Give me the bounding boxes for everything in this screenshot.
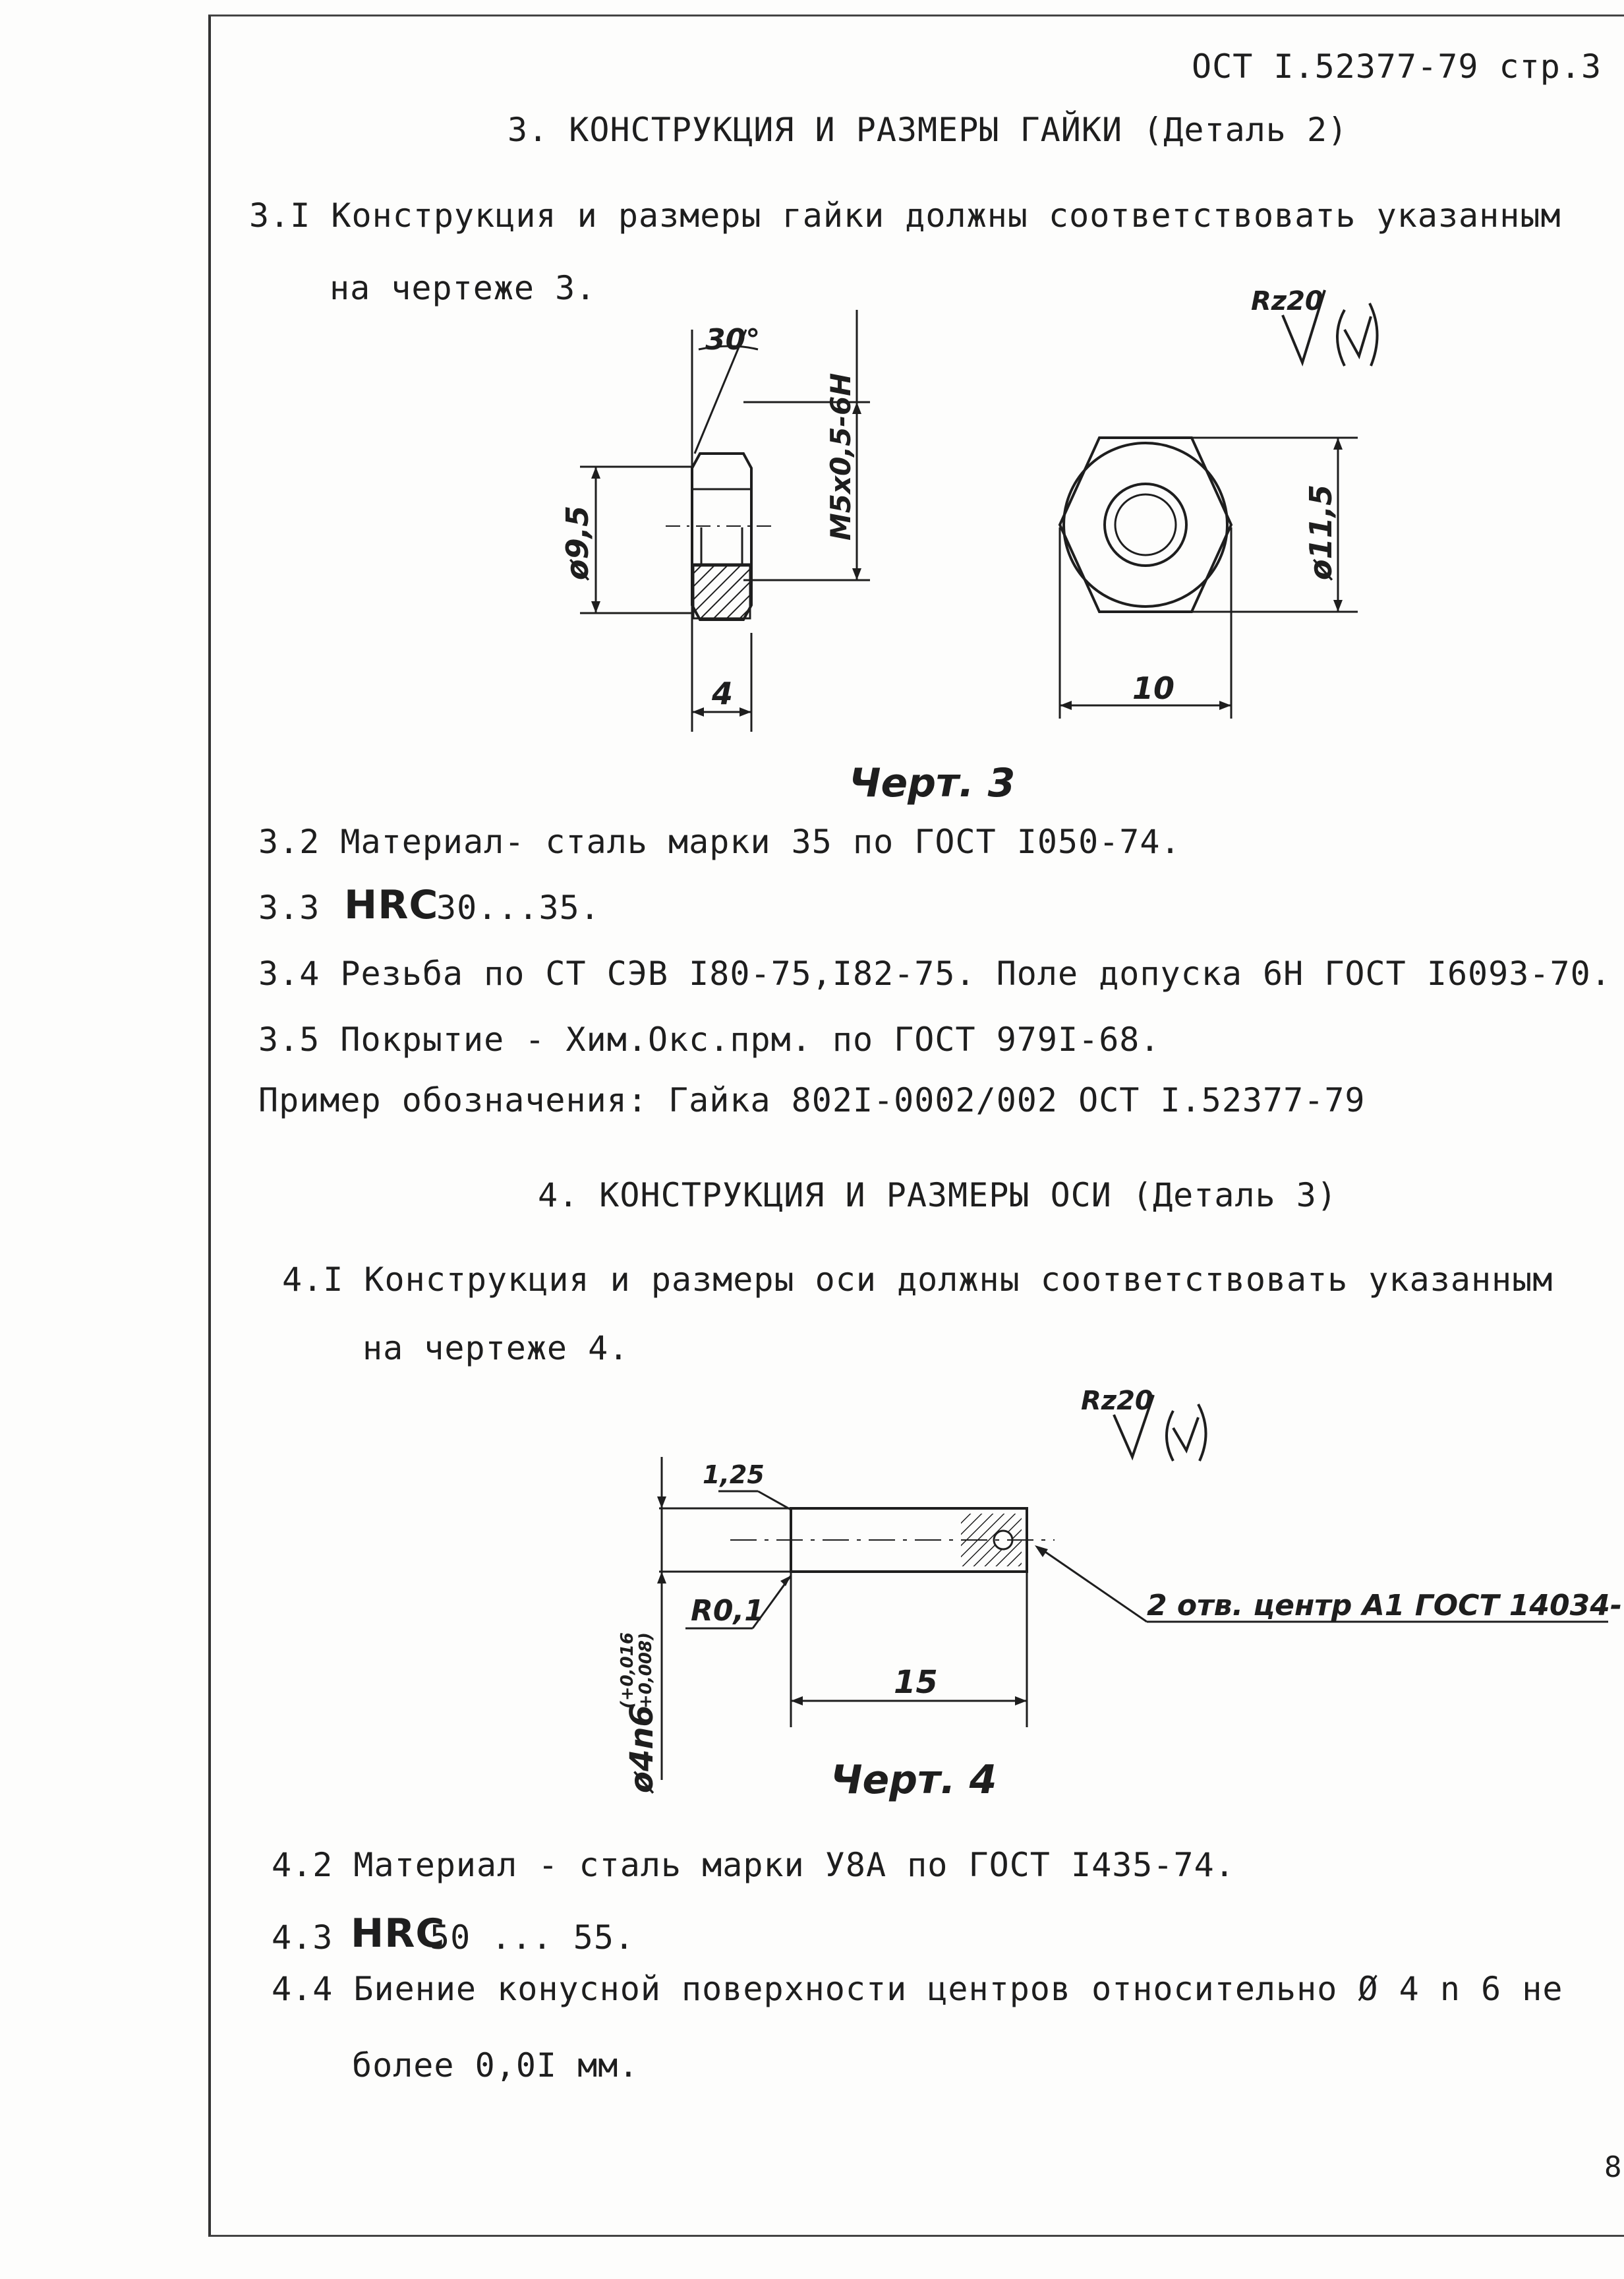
para-4-2: 4.2 Материал - сталь марки У8А по ГОСТ I… [272, 1846, 1235, 1884]
para-3-5: 3.5 Покрытие - Хим.Окс.прм. по ГОСТ 979I… [258, 1021, 1161, 1059]
hrc-label: HRC [344, 882, 439, 928]
para-3-1-line-2: на чертеже 3. [330, 269, 596, 307]
para-4-3-value: 50 ... 55. [430, 1918, 635, 1957]
angle-label: 30° [705, 323, 760, 357]
hrc-label-2: HRC [351, 1910, 446, 1957]
document-reference: ОСТ I.52377-79 стр.3 [1192, 47, 1602, 86]
nut-front-view [1058, 436, 1358, 719]
axle-view [657, 1457, 1608, 1780]
para-3-4: 3.4 Резьба по СТ СЭВ I80-75,I82-75. Поле… [258, 955, 1611, 993]
section-3-title: 3. КОНСТРУКЦИЯ И РАЗМЕРЫ ГАЙКИ (Деталь 2… [508, 111, 1348, 149]
section-4-title: 4. КОНСТРУКЦИЯ И РАЗМЕРЫ ОСИ (Деталь 3) [538, 1176, 1337, 1214]
tolerance-lower: +0,008) [636, 1632, 656, 1709]
para-4-4-line-1: 4.4 Биение конусной поверхности центров … [272, 1970, 1563, 2008]
tolerance-upper: (+0,016 [618, 1632, 637, 1709]
roughness-symbol-4: Rz20 [1081, 1386, 1207, 1462]
dia-left-label: ø9,5 [560, 506, 595, 581]
across-flats-label: 10 [1132, 670, 1174, 706]
thread-label: M5x0,5-6H [825, 373, 857, 541]
para-3-2: 3.2 Материал- сталь марки 35 по ГОСТ I05… [258, 823, 1181, 861]
axle-dia-label: ø4n6 [624, 1705, 660, 1794]
para-4-1-line-1: 4.I Конструкция и размеры оси должны соо… [282, 1260, 1553, 1299]
width-label: 4 [711, 676, 733, 711]
length-label: 15 [894, 1664, 938, 1701]
para-4-3-number: 4.3 [272, 1918, 334, 1957]
dia-right-label: ø11,5 [1303, 485, 1339, 581]
page-frame [208, 15, 1624, 2237]
centers-note: 2 отв. центр А1 ГОСТ 14034-74 [1147, 1589, 1624, 1622]
para-3-3-number: 3.3 [258, 889, 320, 927]
drawing-3-caption: Черт. 3 [849, 760, 1015, 806]
svg-text:Rz20: Rz20 [1251, 286, 1323, 316]
para-4-1-line-2: на чертеже 4. [362, 1329, 629, 1367]
radius-label: R0,1 [691, 1594, 765, 1628]
para-4-4-line-2: более 0,0I мм. [352, 2046, 639, 2085]
drawing-4-caption: Черт. 4 [830, 1757, 997, 1803]
para-3-3-value: 30...35. [436, 889, 600, 927]
chamfer-label: 1,25 [703, 1460, 765, 1489]
designation-example: Пример обозначения: Гайка 802I-0002/002 … [258, 1081, 1366, 1119]
svg-text:Rz20: Rz20 [1081, 1386, 1153, 1416]
roughness-symbol-3: Rz20 [1251, 286, 1379, 367]
page-number: 8 [1604, 2150, 1623, 2184]
nut-side-view [580, 310, 870, 732]
para-3-1-line-1: 3.I Конструкция и размеры гайки должны с… [249, 196, 1561, 235]
